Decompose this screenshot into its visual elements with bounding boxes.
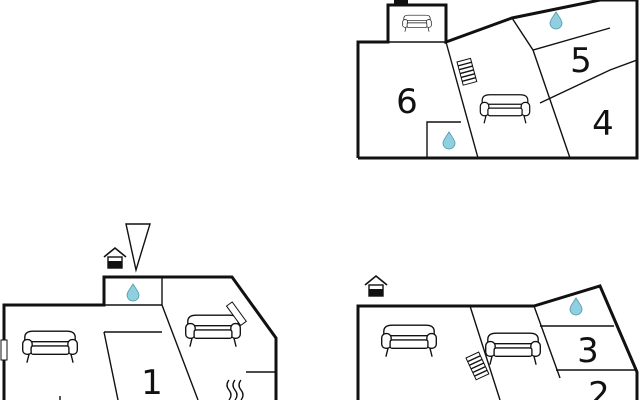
water-drop-icon xyxy=(549,11,563,30)
floorplan-bottom-right: 3 2 xyxy=(356,275,639,400)
room-label: 3 xyxy=(577,331,599,371)
stairs-icon xyxy=(456,57,478,86)
room-label: 4 xyxy=(592,104,614,144)
house-entrance-icon xyxy=(364,275,388,297)
house-entrance-icon xyxy=(394,0,408,4)
room-label: 5 xyxy=(570,41,592,81)
water-drop-icon xyxy=(126,283,140,302)
floorplan-bottom-right-walls xyxy=(356,284,639,400)
water-drop-icon xyxy=(569,297,583,316)
north-arrow-icon xyxy=(125,223,151,273)
floorplan-top-right-walls xyxy=(356,0,639,160)
floorplan-bottom-left: 1 xyxy=(0,223,278,400)
sofa-icon xyxy=(479,94,531,124)
sofa-icon xyxy=(402,14,432,33)
room-label: 6 xyxy=(396,82,418,122)
house-entrance-icon xyxy=(103,247,127,269)
radiator-icon xyxy=(226,379,244,400)
window-icon xyxy=(225,301,247,327)
water-drop-icon xyxy=(442,131,456,150)
floorplan-top-right: 6 5 4 xyxy=(356,0,639,160)
floorplan-bottom-left-walls xyxy=(2,275,278,400)
room-label: 2 xyxy=(588,375,610,400)
window-icon xyxy=(0,339,8,361)
sofa-icon xyxy=(22,330,78,364)
sofa-icon xyxy=(185,314,241,348)
sofa-icon xyxy=(485,332,541,366)
room-label: 1 xyxy=(141,363,163,400)
sofa-icon xyxy=(381,324,437,358)
